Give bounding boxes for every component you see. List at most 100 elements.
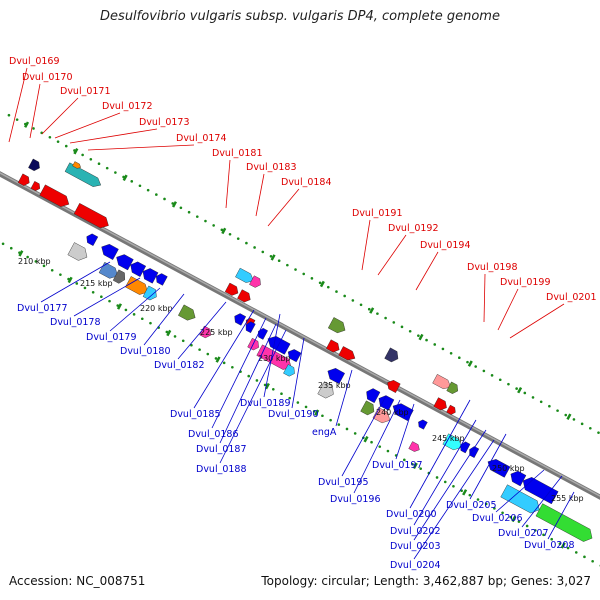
bottom-gene-leader bbox=[341, 395, 387, 477]
gene-feature bbox=[125, 276, 148, 295]
bottom-gene-leader bbox=[177, 301, 227, 360]
bottom-gene-label: Dvul_0197 bbox=[372, 460, 423, 471]
track-dot bbox=[318, 281, 322, 285]
track-dot bbox=[564, 413, 568, 417]
track-dot bbox=[138, 184, 142, 188]
track-dot bbox=[408, 329, 412, 333]
lower-track-guide bbox=[1, 242, 600, 567]
track-dot bbox=[337, 423, 341, 426]
bottom-gene-leader bbox=[263, 313, 281, 398]
track-dot bbox=[214, 357, 218, 360]
track-dot bbox=[580, 422, 584, 426]
bottom-gene-leader bbox=[40, 261, 111, 303]
kbp-label: 230 kbp bbox=[258, 354, 291, 363]
bottom-gene-leader bbox=[409, 399, 471, 509]
bottom-gene-label: Dvul_0206 bbox=[472, 513, 523, 524]
top-gene-label: Dvul_0201 bbox=[546, 292, 597, 303]
bottom-gene-leader bbox=[413, 419, 477, 526]
top-gene-leader bbox=[377, 234, 407, 276]
track-dot bbox=[353, 432, 357, 435]
track-dot bbox=[449, 351, 453, 355]
bottom-gene-label: Dvul_0208 bbox=[524, 540, 575, 551]
track-dot bbox=[245, 241, 248, 245]
track-dot bbox=[9, 246, 13, 250]
track-dot bbox=[443, 480, 447, 484]
track-tick bbox=[511, 515, 517, 523]
track-dot bbox=[589, 426, 592, 430]
bottom-gene-label: Dvul_0185 bbox=[170, 409, 221, 420]
gene-feature bbox=[98, 261, 118, 279]
gene-feature bbox=[67, 242, 88, 261]
track-dot bbox=[277, 259, 281, 263]
track-dot bbox=[286, 263, 289, 267]
gene-feature bbox=[112, 269, 126, 284]
track-dot bbox=[140, 317, 144, 321]
track-dot bbox=[163, 197, 166, 201]
top-gene-leader bbox=[54, 112, 121, 139]
track-dot bbox=[525, 524, 529, 528]
bottom-gene-label: Dvul_0190 bbox=[268, 409, 319, 420]
track-dot bbox=[345, 427, 349, 431]
bottom-gene-leader bbox=[143, 293, 185, 346]
top-gene-label: Dvul_0174 bbox=[176, 133, 227, 144]
track-dot bbox=[370, 440, 373, 444]
track-dot bbox=[56, 140, 60, 143]
gene-feature bbox=[387, 379, 401, 393]
track-dot bbox=[351, 299, 355, 302]
track-tick bbox=[363, 435, 369, 443]
bottom-gene-label: Dvul_0188 bbox=[196, 464, 247, 475]
track-dot bbox=[466, 360, 469, 364]
track-dot bbox=[50, 268, 54, 272]
genome-meta-text: Topology: circular; Length: 3,462,887 bp… bbox=[261, 574, 591, 588]
track-dot bbox=[280, 392, 283, 396]
track-tick bbox=[18, 250, 24, 257]
top-gene-leader bbox=[41, 97, 79, 135]
bottom-gene-label: Dvul_0195 bbox=[318, 477, 369, 488]
gene-feature bbox=[408, 441, 420, 452]
track-tick bbox=[467, 360, 473, 367]
track-dot bbox=[302, 272, 306, 276]
track-dot bbox=[335, 290, 338, 293]
track-dot bbox=[294, 268, 297, 271]
track-dot bbox=[195, 215, 199, 218]
gene-feature bbox=[64, 162, 102, 187]
track-dot bbox=[482, 369, 486, 373]
track-dot bbox=[124, 308, 128, 312]
bottom-gene-leader bbox=[547, 491, 575, 540]
track-dot bbox=[263, 383, 267, 387]
gene-feature bbox=[178, 304, 196, 321]
top-gene-leader bbox=[509, 303, 565, 339]
track-dot bbox=[149, 321, 152, 325]
gene-feature bbox=[338, 346, 356, 361]
top-gene-leader bbox=[361, 219, 371, 271]
gene-feature bbox=[199, 325, 212, 339]
gene-feature bbox=[327, 368, 345, 385]
track-dot bbox=[343, 294, 346, 298]
top-gene-label: Dvul_0169 bbox=[9, 56, 60, 67]
track-tick bbox=[166, 329, 172, 337]
track-dot bbox=[105, 166, 109, 170]
track-tick bbox=[122, 174, 128, 182]
track-dot bbox=[220, 228, 224, 232]
track-dot bbox=[228, 232, 232, 236]
track-tick bbox=[73, 148, 79, 155]
top-gene-label: Dvul_0170 bbox=[22, 72, 73, 83]
accession-text: Accession: NC_008751 bbox=[9, 574, 146, 588]
track-dot bbox=[181, 339, 185, 343]
gene-feature bbox=[442, 433, 462, 451]
gene-feature bbox=[155, 273, 168, 286]
bottom-gene-leader bbox=[219, 329, 287, 464]
track-dot bbox=[498, 378, 502, 382]
gene-feature bbox=[245, 321, 256, 334]
top-gene-leader bbox=[255, 173, 265, 217]
kbp-label: 255 kbp bbox=[551, 494, 584, 503]
bottom-gene-leader bbox=[469, 433, 507, 500]
track-dot bbox=[566, 546, 570, 550]
track-dot bbox=[271, 387, 275, 391]
track-tick bbox=[412, 462, 418, 470]
track-dot bbox=[507, 382, 510, 386]
track-dot bbox=[583, 555, 586, 559]
bottom-gene-label: Dvul_0182 bbox=[154, 360, 205, 371]
gene-feature bbox=[317, 381, 334, 399]
